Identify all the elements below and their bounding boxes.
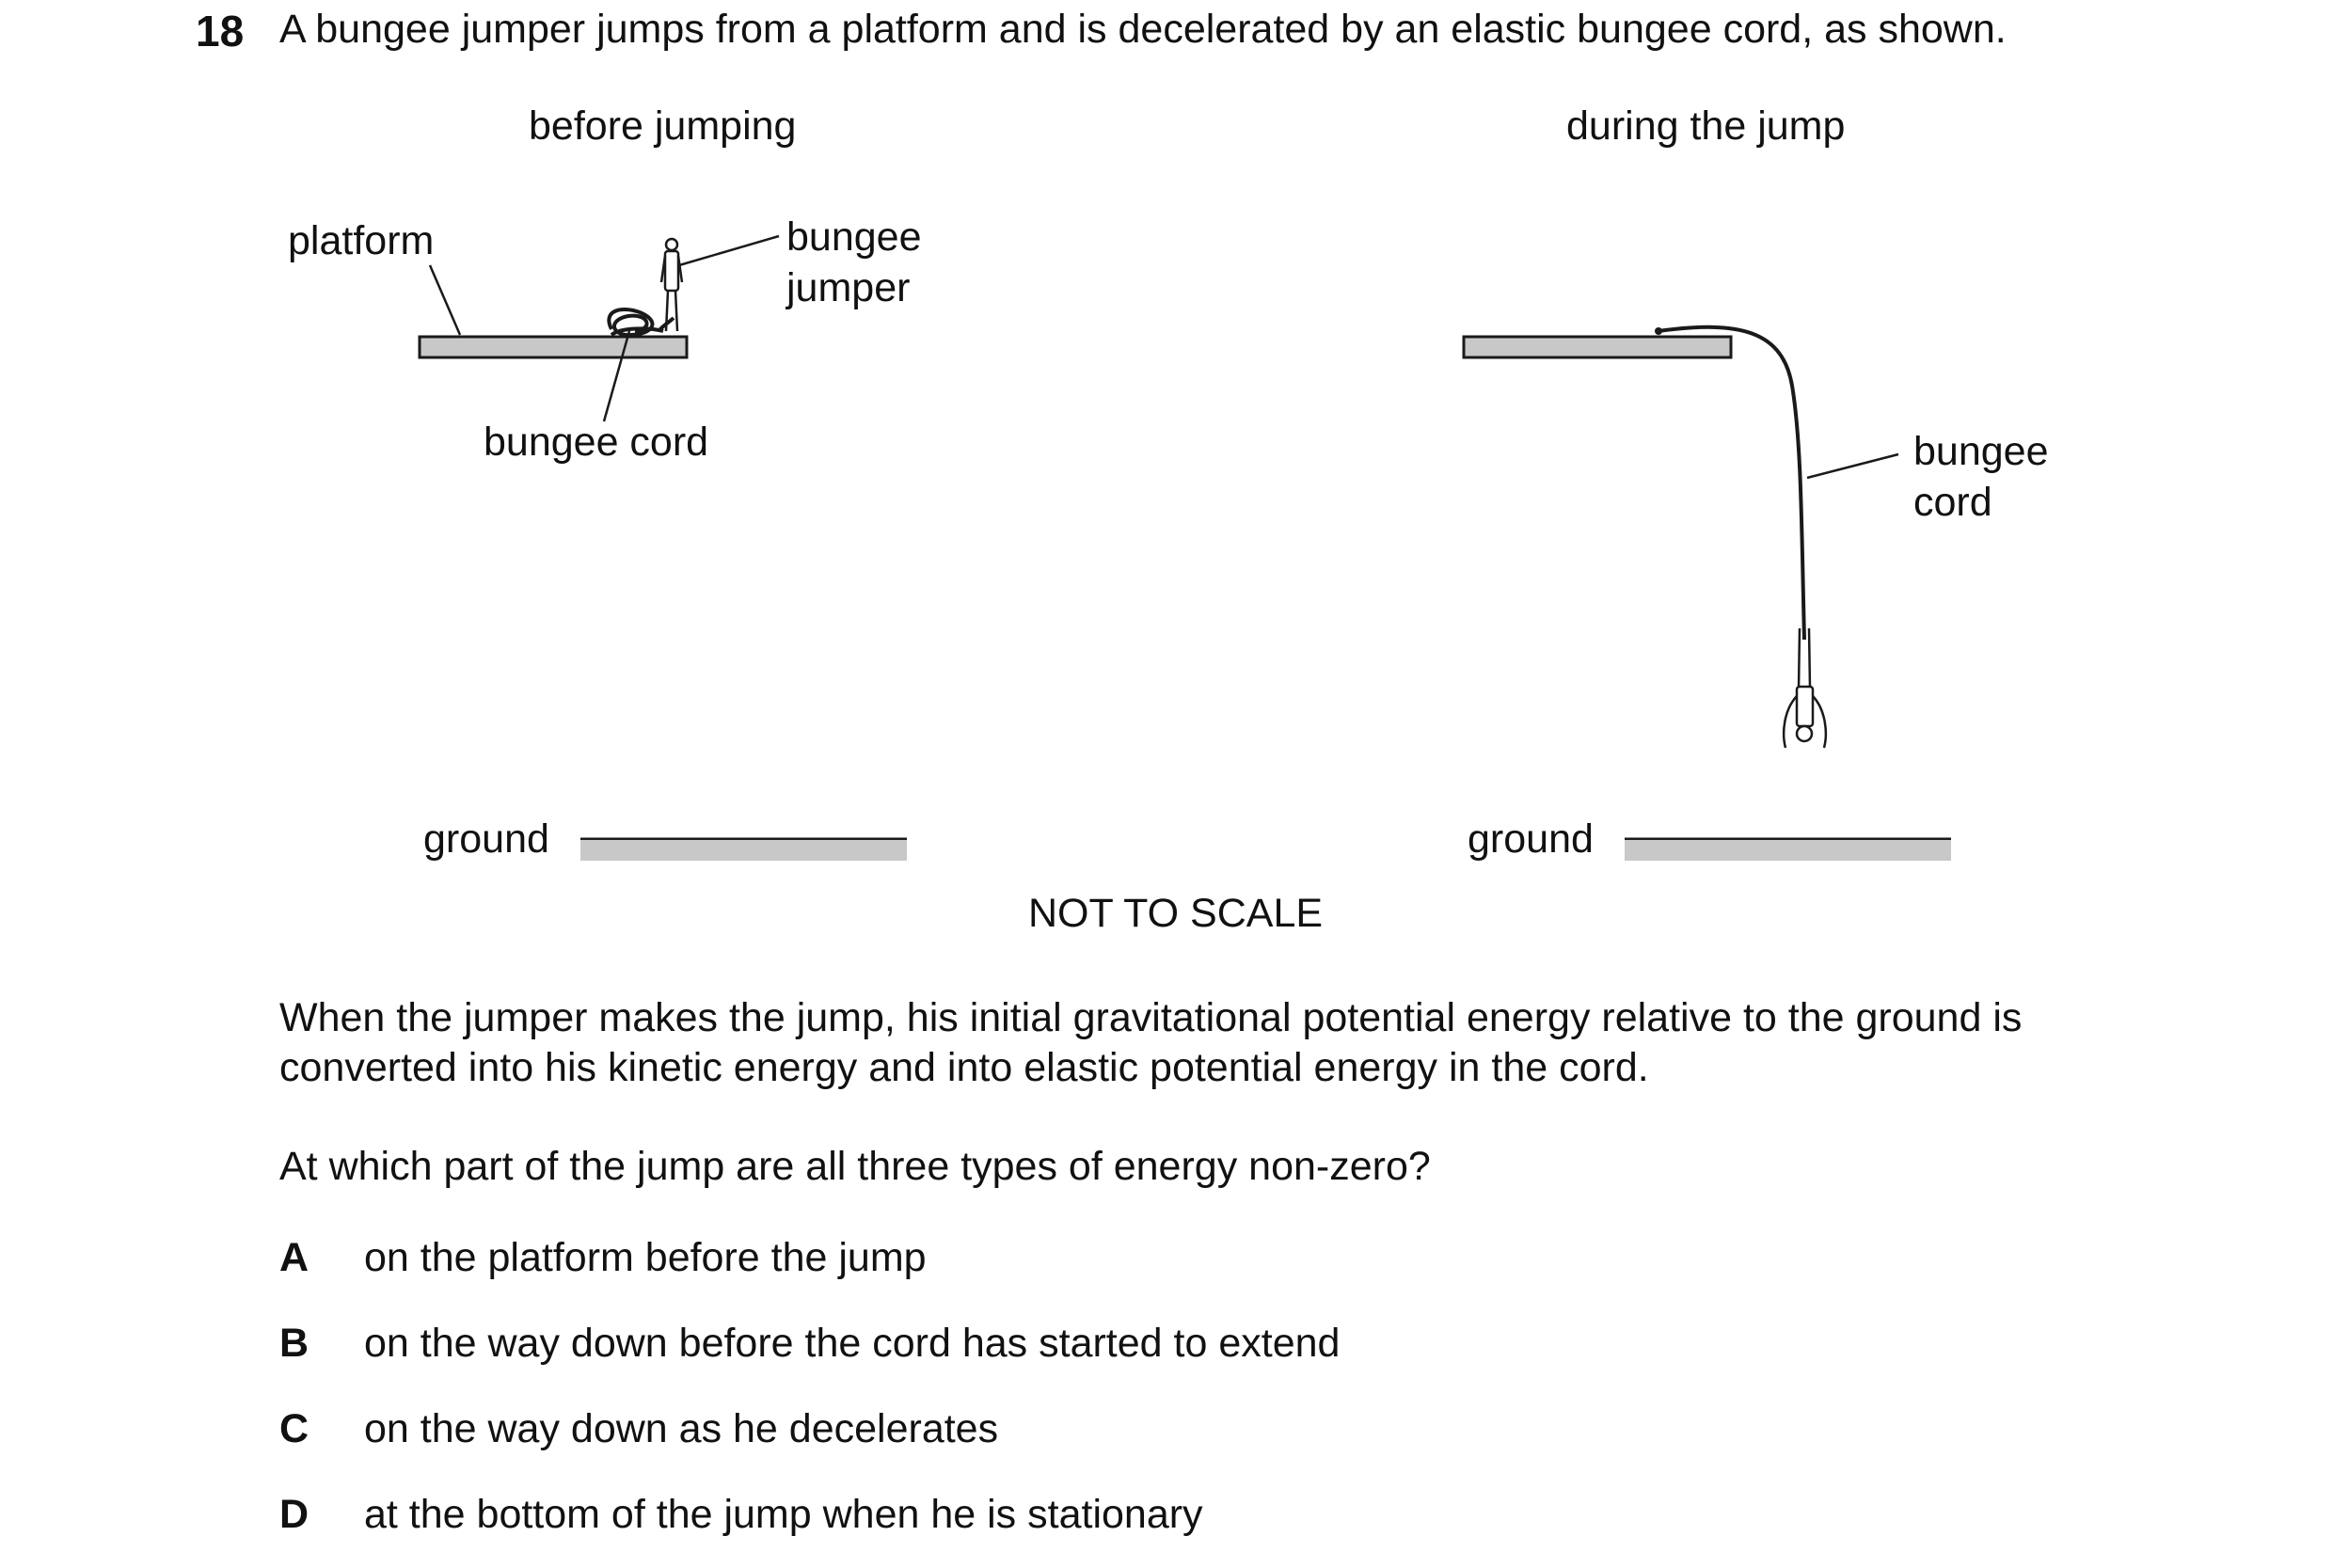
intro-paragraph: When the jumper makes the jump, his init… <box>279 993 2022 1093</box>
option-c-text[interactable]: on the way down as he decelerates <box>364 1406 999 1451</box>
bungee-jumper-leader-line <box>678 234 780 267</box>
platform-label: platform <box>288 218 434 263</box>
bungee-cord-right-line1: bungee <box>1913 429 2049 474</box>
platform-leader-line <box>428 264 462 336</box>
option-c-letter[interactable]: C <box>279 1406 309 1451</box>
intro-line-2: converted into his kinetic energy and in… <box>279 1045 1649 1090</box>
intro-line-1: When the jumper makes the jump, his init… <box>279 995 2023 1040</box>
question-prompt: At which part of the jump are all three … <box>279 1144 1431 1189</box>
before-jumping-title: before jumping <box>529 103 796 149</box>
not-to-scale-note: NOT TO SCALE <box>1028 891 1323 936</box>
bungee-diagram: before jumping during the jump platform … <box>288 103 2059 936</box>
left-platform <box>418 335 689 359</box>
right-platform <box>1462 335 1733 359</box>
option-a-text[interactable]: on the platform before the jump <box>364 1235 927 1280</box>
ground-label-left: ground <box>423 816 549 862</box>
question-number: 18 <box>196 7 245 55</box>
bungee-cord-label-right: bungee cord <box>1913 429 2059 525</box>
option-a-letter[interactable]: A <box>279 1235 309 1280</box>
standing-jumper-icon <box>659 237 684 332</box>
option-b-text[interactable]: on the way down before the cord has star… <box>364 1321 1341 1366</box>
bungee-cord-leader-line-right <box>1806 452 1899 480</box>
coiled-bungee-cord-icon <box>607 308 675 338</box>
left-ground <box>580 837 907 861</box>
during-jump-title: during the jump <box>1566 103 1845 149</box>
stretched-bungee-cord <box>1658 325 1806 641</box>
bungee-cord-right-line2: cord <box>1913 480 1992 525</box>
bungee-cord-leader-line <box>602 330 631 422</box>
option-d-text[interactable]: at the bottom of the jump when he is sta… <box>364 1492 1203 1537</box>
option-d-letter[interactable]: D <box>279 1492 309 1537</box>
right-ground <box>1625 837 1951 861</box>
option-b-letter[interactable]: B <box>279 1321 309 1366</box>
cord-anchor-point <box>1655 327 1662 335</box>
question-stem: A bungee jumper jumps from a platform an… <box>279 7 2007 52</box>
ground-label-right: ground <box>1468 816 1594 862</box>
inverted-jumper-icon <box>1782 627 1828 749</box>
bungee-jumper-label-line1: bungee <box>786 214 922 260</box>
bungee-jumper-label-line2: jumper <box>785 265 910 310</box>
bungee-jumper-label: bungee jumper <box>785 214 932 310</box>
bungee-cord-label-left: bungee cord <box>484 420 708 465</box>
